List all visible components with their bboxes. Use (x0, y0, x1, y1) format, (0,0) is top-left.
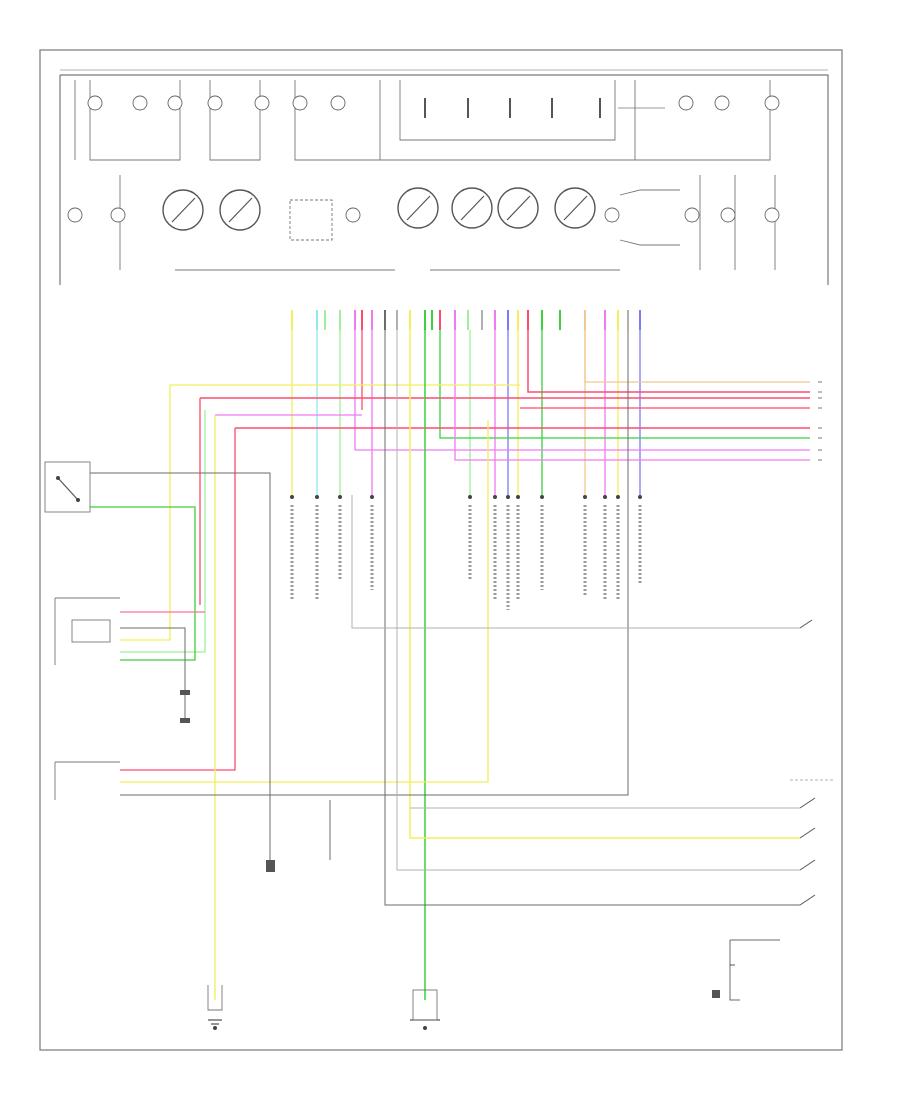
diagram-border (39, 49, 843, 1051)
prndl-indicator (424, 98, 665, 118)
cluster-connector-pins (291, 310, 641, 330)
indicator-lamp (604, 207, 620, 223)
right-switches (712, 619, 835, 1001)
left-components (44, 461, 190, 800)
indicator-lamp (764, 95, 780, 111)
splice-dots (290, 495, 642, 499)
second-row-lamps (67, 207, 780, 223)
wire-label-stubs (290, 505, 642, 610)
indicator-lamp (345, 207, 361, 223)
indicator-lamp (292, 95, 308, 111)
indicator-lamp (254, 95, 270, 111)
switch-contact-icon (799, 894, 816, 906)
oil-pressure-switch-box (412, 989, 438, 1021)
sensor-module-box (54, 597, 120, 665)
ground-connector-icon (266, 860, 275, 872)
ground-symbols (207, 860, 440, 1030)
switch-icon (57, 477, 79, 501)
indicator-lamp (714, 95, 730, 111)
indicator-lamp (87, 95, 103, 111)
connector-icon (180, 690, 190, 695)
connector-icon (712, 990, 720, 998)
fuel-sender-box (54, 761, 120, 800)
top-row-bus (74, 80, 771, 161)
switch-contact-icon (799, 619, 813, 629)
instrument-cluster-outline (59, 74, 829, 285)
top-row-lamps (87, 95, 780, 111)
indicator-lamp (110, 207, 126, 223)
indicator-lamp (207, 95, 223, 111)
indicator-lamp (764, 207, 780, 223)
indicator-lamp (132, 95, 148, 111)
switch-box (44, 461, 91, 513)
indicator-lamp (678, 95, 694, 111)
sensor-box (207, 985, 223, 1011)
indicator-lamp (330, 95, 346, 111)
indicator-lamp (67, 207, 83, 223)
harness-wires (90, 330, 810, 1000)
gauges (162, 187, 596, 241)
indicator-lamp (720, 207, 736, 223)
connector-icon (180, 718, 190, 723)
switch-contact-icon (799, 827, 816, 839)
switch-contact-icon (799, 859, 816, 871)
indicator-lamp (167, 95, 183, 111)
ground-icon (208, 1019, 222, 1025)
switch-contact-icon (799, 797, 816, 809)
indicator-lamp (684, 207, 700, 223)
ground-and-signal-wires (90, 330, 800, 906)
module-box (289, 199, 333, 241)
second-row-bus (119, 175, 776, 271)
wire-end-ticks (818, 381, 822, 461)
